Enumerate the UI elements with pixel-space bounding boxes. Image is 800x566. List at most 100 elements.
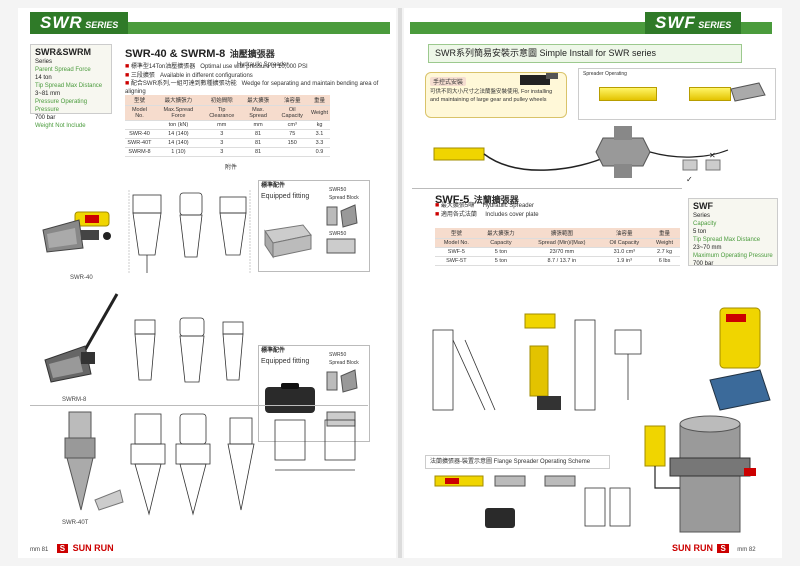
model-label: SWR-40	[70, 275, 93, 281]
feature-item: ■ 標準型14Ton油壓擴張器 Optimal use with pressur…	[125, 63, 308, 70]
cylinder-image	[599, 87, 657, 101]
spec-line: Weight Not Include	[35, 123, 86, 129]
table-header-cell: 最大擴張	[240, 95, 276, 106]
table-header-cell: Model No.	[125, 105, 154, 121]
brand-name: SUN RUN	[72, 543, 114, 553]
model-label: SWRM-8	[62, 397, 87, 403]
spec-line: Series	[693, 213, 711, 219]
spread-block-image-2	[326, 369, 358, 427]
spec-line: Series	[35, 59, 53, 65]
feature-list: ■ 標準型14Ton油壓擴張器 Optimal use with pressur…	[125, 63, 385, 96]
table-header-cell: Oil Capacity	[275, 105, 309, 121]
left-spec-table: 型號 最大擴張力 初始間隙 最大擴張 油容量 重量 Model No. Max.…	[125, 95, 330, 157]
swf-title: SWF-5	[435, 194, 470, 206]
table-header-row: 型號 最大擴張力 擴張範圍 油容量 重量	[435, 228, 680, 239]
model-heading: SWR-40 & SWRM-8 油壓擴張器 Hydraulic Spreader	[125, 44, 385, 70]
table-cell: cm³	[275, 120, 309, 130]
manual-pump-image	[520, 73, 558, 85]
equipped-fitting-title: Equipped fitting	[261, 357, 310, 365]
swf-heading: SWF-5 法蘭擴張器	[435, 190, 675, 208]
hose-connection-diagram: ✓ ✕	[433, 126, 729, 184]
spec-line: 23~70 mm	[693, 245, 722, 251]
table-units-row: ton (kN) mm mm cm³ kg	[125, 120, 330, 130]
page-number: mm 82	[737, 547, 756, 553]
spec-line: Maximum Operating Pressure	[693, 253, 773, 259]
feature-item: ■ 配合SWR系列,一組可達到數種擴張功能 Wedge for separati…	[125, 80, 379, 95]
flange-caption: 法蘭擴張器-裝置示意圖 Flange Spreader Operating Sc…	[425, 455, 610, 469]
check-mark-icon: ✓	[686, 175, 693, 184]
swr40-tech-drawing	[128, 190, 251, 273]
feature-item: ■ 三段擴張 Available in different configurat…	[125, 71, 253, 79]
left-spec-summary: SWR&SWRM Series Parent Spread Force 14 t…	[30, 44, 112, 129]
swr40t-photo	[64, 411, 124, 511]
manual-install-callout: 手控式安裝 可供不同大小尺寸之法蘭盤安裝使用, For installing a…	[425, 72, 567, 118]
right-footer: SUN RUN S mm 82	[672, 538, 756, 556]
flange-pipe-image	[644, 415, 756, 533]
spec-line: 5 ton	[693, 229, 707, 235]
equipped-fitting-title: Equipped fitting	[261, 192, 310, 200]
left-header-title: SWR SERIES	[30, 12, 129, 34]
swrm8-photo	[44, 293, 119, 383]
swr50-label-2: SWR50	[329, 231, 347, 237]
install-banner: SWR系列簡易安裝示意圖 Simple Install for SWR seri…	[428, 44, 742, 63]
model-subtitle: Hydraulic Spreader	[237, 62, 289, 68]
spread-block-image	[326, 204, 358, 254]
drawing-label: 附件	[225, 165, 238, 171]
brand-logo: S	[717, 544, 729, 553]
table-cell	[125, 120, 154, 130]
feature-item: ■ 最大擴張5噸 Hydraulic Spreader	[435, 202, 534, 209]
table-header-cell: Max. Spread	[240, 105, 276, 121]
spreader-tip-image	[730, 82, 766, 102]
carry-case-image	[265, 383, 315, 413]
table-header-cell: 型號	[125, 95, 154, 106]
swf-tech-drawing	[432, 313, 642, 411]
right-spec-summary: SWF Series Capacity 5 ton Tip Spread Max…	[688, 198, 778, 267]
spec-line: 700 bar	[35, 115, 56, 121]
section-divider	[30, 405, 368, 406]
swr50-label: SWR50 Spread Block	[329, 187, 359, 201]
install-diagram-top: Spreader Operating	[578, 68, 776, 120]
brand-name: SUN RUN	[672, 543, 714, 553]
model-title-zh: 油壓擴張器	[229, 49, 275, 59]
swr50-label-3: SWR50 Spread Block	[329, 352, 359, 366]
table-header-row: 型號 最大擴張力 初始間隙 最大擴張 油容量 重量	[125, 95, 330, 106]
swf-title-zh: 法蘭擴張器	[473, 195, 519, 205]
spec-line: Parent Spread Force	[35, 67, 91, 73]
cross-mark-icon: ✕	[709, 151, 716, 160]
equipped-fitting-panel: 標準配件 Equipped fitting SWR50 Spread Block…	[258, 180, 370, 272]
right-header-title: SWF SERIES	[645, 12, 742, 34]
swf-spec-table: 型號 最大擴張力 擴張範圍 油容量 重量 Model No. Capacity …	[435, 228, 680, 266]
table-header-cell: Max.Spread Force	[153, 105, 203, 121]
left-footer: mm 81 S SUN RUN	[30, 538, 114, 556]
equipped-fitting-panel-2: 標準配件 Equipped fitting SWR50 Spread Block	[258, 345, 370, 442]
table-cell: kg	[308, 120, 330, 130]
equipped-fitting-title-zh: 標準配件	[261, 183, 286, 189]
swf-feature-list: ■ 最大擴張5噸 Hydraulic Spreader ■ 適用各式法蘭 Inc…	[435, 202, 675, 219]
model-title: SWR-40 & SWRM-8	[125, 48, 226, 60]
table-header-cell: Tip Clearance	[202, 105, 241, 121]
table-header-cell: 最大擴張力	[153, 95, 203, 106]
table-header-row: Model No. Capacity Spread (Min)/(Max) Oi…	[435, 238, 680, 248]
spec-summary-title: SWR&SWRM	[35, 47, 91, 57]
swr40t-tech-drawing	[130, 413, 356, 516]
swrm8-tech-drawing	[134, 317, 244, 383]
spec-line: 3~81 mm	[35, 91, 61, 97]
table-header-row: Model No. Max.Spread Force Tip Clearance…	[125, 105, 330, 121]
table-header-cell: 初始間隙	[202, 95, 241, 106]
table-header-cell: Weight	[308, 105, 330, 121]
cylinder-flange-image	[709, 307, 771, 411]
equipped-fitting-title-zh: 標準配件	[261, 348, 286, 354]
page-number: mm 81	[30, 547, 49, 553]
spec-line: Tip Spread Max Distance	[35, 83, 103, 89]
table-cell: mm	[240, 120, 276, 130]
spec-line: Capacity	[693, 221, 717, 227]
feature-item: ■ 適用各式法蘭 Includes cover plate	[435, 210, 539, 218]
table-cell: ton (kN)	[153, 120, 203, 130]
spec-line: 14 ton	[35, 75, 52, 81]
page-spine	[398, 8, 402, 558]
cylinder-image	[689, 87, 731, 101]
